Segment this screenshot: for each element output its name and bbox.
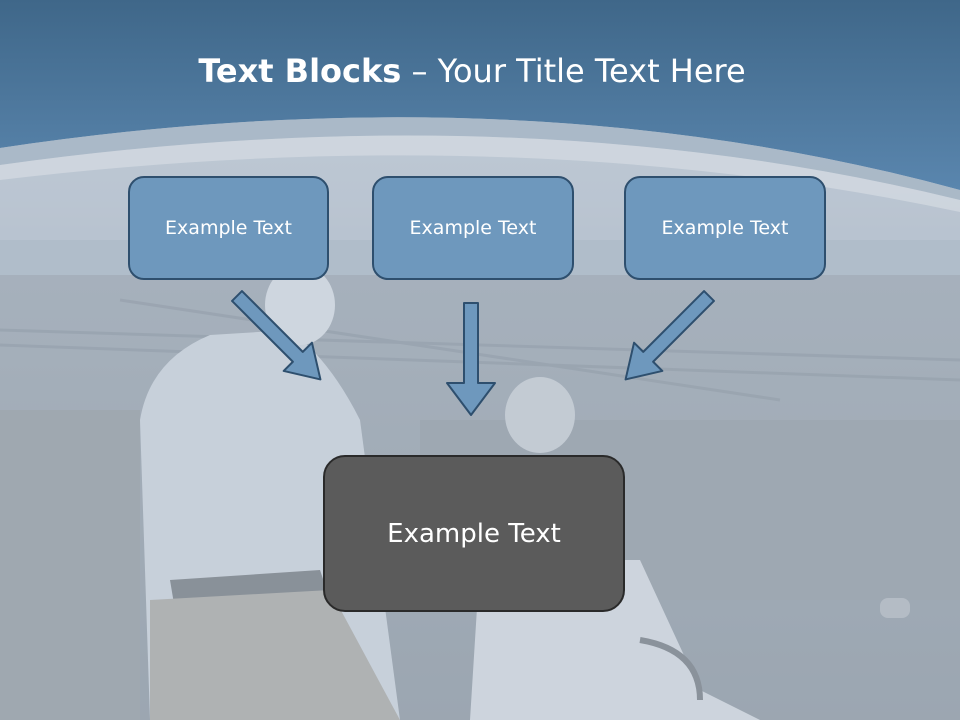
text-block-center[interactable]: Example Text (323, 455, 625, 612)
arrow-right-diagonal (624, 290, 715, 381)
text-block-middle-label: Example Text (409, 217, 537, 239)
title-bold-text: Text Blocks (198, 52, 402, 90)
arrow-left-diagonal (231, 290, 322, 381)
text-block-left[interactable]: Example Text (128, 176, 329, 280)
slide-title: Text Blocks – Your Title Text Here (0, 52, 944, 90)
text-block-middle[interactable]: Example Text (372, 176, 574, 280)
text-block-right-label: Example Text (661, 217, 789, 239)
text-block-center-label: Example Text (387, 518, 561, 549)
title-rest-text: – Your Title Text Here (401, 52, 746, 90)
text-block-right[interactable]: Example Text (624, 176, 826, 280)
text-block-left-label: Example Text (165, 217, 292, 239)
arrow-down (446, 302, 496, 416)
